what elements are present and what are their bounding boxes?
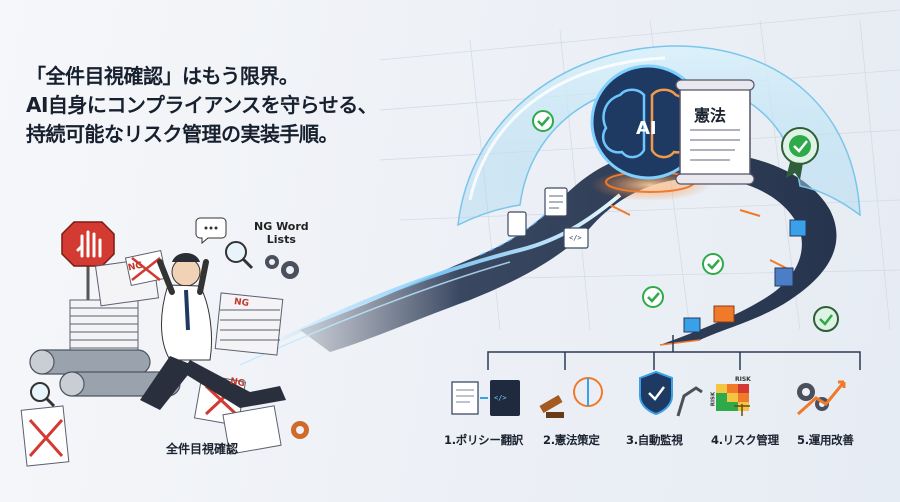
headline-line-3: 持続可能なリスク管理の実装手順。 (26, 122, 339, 146)
gears-icon (265, 255, 309, 439)
constitution-scroll-icon (675, 79, 755, 185)
constitution-label: 憲法 (694, 106, 727, 125)
speech-bubble-icon (195, 217, 227, 245)
check-markers (532, 110, 839, 332)
code-tag-step: </> (494, 394, 507, 402)
step-icon-constitution (539, 377, 603, 418)
documents-on-road (507, 187, 589, 249)
headline-line-2: AI自身にコンプライアンスを守らせる、 (26, 93, 378, 117)
risk-matrix-side-label: RISK (710, 391, 717, 407)
step-icon-policy-translation (451, 380, 520, 416)
step-icon-risk-management (716, 384, 750, 416)
step-label-3: 3.自動監視 (626, 433, 683, 447)
headline-line-1: 「全件目視確認」はもう限界。 (26, 64, 299, 88)
rejected-documents (20, 249, 282, 467)
code-tag: </> (569, 234, 582, 242)
risk-matrix-title: RISK (735, 376, 751, 383)
ai-label: AI (636, 118, 657, 139)
visual-check-caption: 全件目視確認 (166, 442, 239, 456)
stressed-worker-figure (140, 253, 286, 410)
step-icon-auto-monitoring (639, 370, 703, 417)
log-pile (29, 349, 181, 397)
glass-dome (457, 45, 861, 227)
ng-stamp-2: NG (233, 297, 250, 309)
steps-connector (487, 335, 861, 370)
data-cubes (683, 219, 807, 333)
step-label-4: 4.リスク管理 (711, 433, 779, 447)
magnifier-icon-floor (30, 382, 56, 408)
step-label-5: 5.運用改善 (797, 433, 854, 447)
certified-badge-icon (781, 127, 819, 180)
headline: 「全件目視確認」はもう限界。 AI自身にコンプライアンスを守らせる、 持続可能な… (26, 62, 378, 149)
stop-hand-sign-icon (61, 221, 115, 300)
ng-word-lists-label: NG Word Lists (254, 220, 309, 246)
step-label-1: 1.ポリシー翻訳 (444, 433, 523, 447)
magnifier-icon (225, 241, 254, 270)
step-icon-operation-improvement (797, 380, 846, 416)
light-beam (259, 193, 622, 352)
step-label-2: 2.憲法策定 (543, 433, 600, 447)
data-road (300, 150, 837, 352)
